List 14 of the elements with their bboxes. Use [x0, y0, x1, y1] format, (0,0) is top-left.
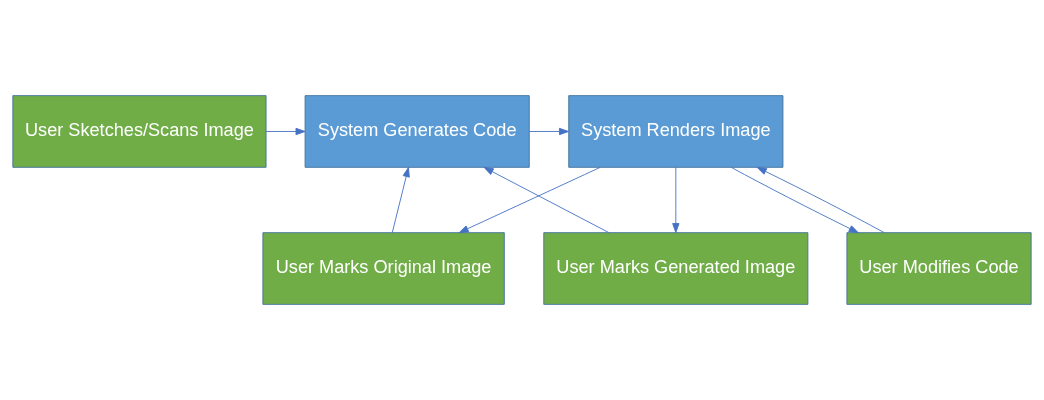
arrow — [528, 127, 569, 136]
arrow — [483, 166, 610, 233]
arrow — [265, 127, 306, 136]
arrow — [391, 167, 410, 234]
arrow — [730, 166, 859, 234]
node-box: User Modifies Code — [846, 232, 1032, 305]
node-box: User Sketches/Scans Image — [12, 95, 267, 168]
node-box: User Marks Generated Image — [543, 232, 809, 305]
node-box: User Marks Original Image — [262, 232, 505, 305]
arrow — [672, 167, 680, 234]
arrow — [458, 166, 601, 234]
arrow — [756, 166, 885, 233]
node-box: System Renders Image — [568, 95, 784, 168]
node-box: System Generates Code — [304, 95, 530, 168]
